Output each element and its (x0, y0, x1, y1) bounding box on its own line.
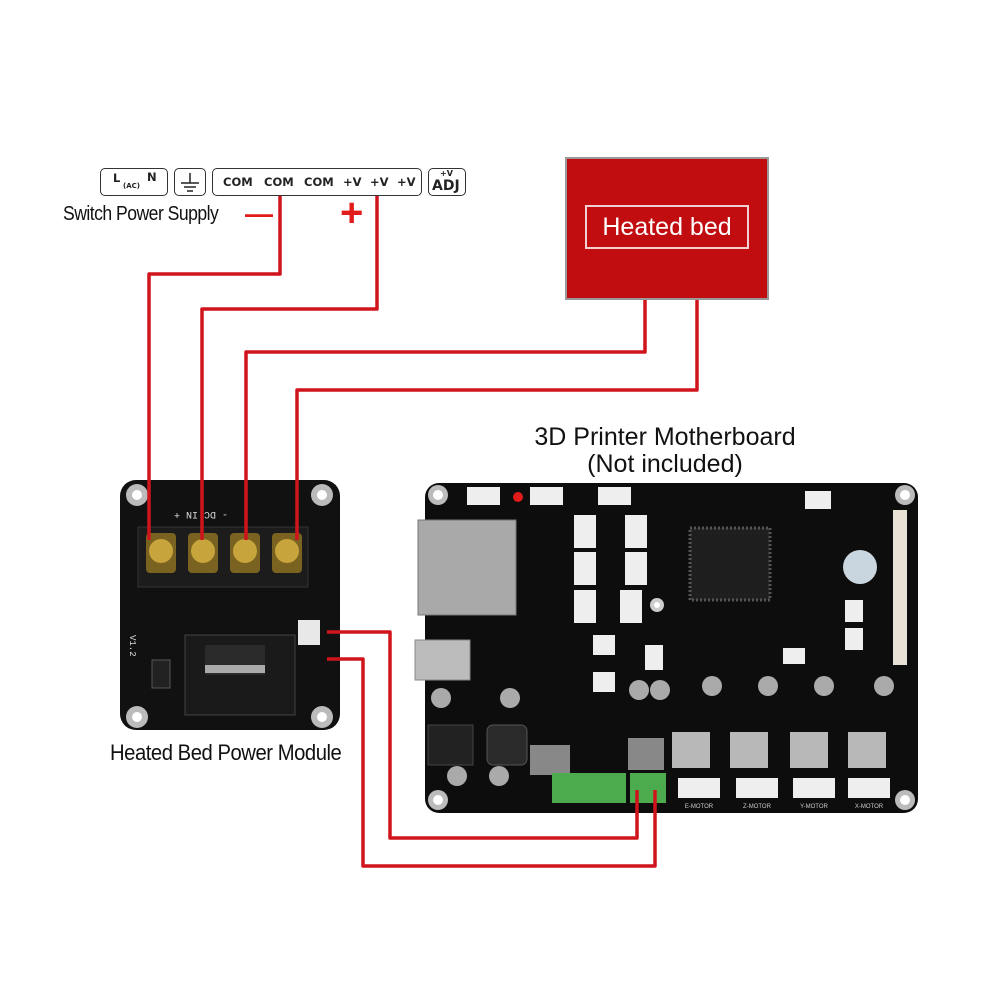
terminal-l-label: L (113, 171, 121, 185)
wire-bed-2 (295, 300, 699, 540)
wire-psu-positive (200, 196, 379, 540)
screw-terminals (146, 533, 302, 573)
wire-bed-1 (244, 300, 647, 540)
wire-psu-negative (147, 196, 282, 540)
power-module-board (120, 480, 340, 730)
motherboard-title-line2: (Not included) (587, 450, 743, 478)
heated-bed: Heated bed (565, 157, 769, 300)
y-motor-label: Y-MOTOR (800, 804, 828, 810)
terminal-v-2: +V (370, 175, 389, 189)
terminal-n-label: N (147, 170, 157, 184)
ground-terminal (174, 168, 206, 196)
z-motor-label: Z-MOTOR (743, 804, 772, 810)
positive-sign: + (340, 191, 364, 235)
wires (147, 196, 699, 868)
wire-signal-2 (327, 657, 657, 868)
x-motor-label: X-MOTOR (855, 804, 884, 810)
adj-v-label: +V (440, 169, 453, 178)
dc-output-terminal: COM COM COM +V +V +V (212, 168, 422, 196)
terminal-ac-label: (AC) (123, 182, 140, 190)
ground-icon (181, 173, 199, 192)
negative-sign: — (245, 198, 273, 229)
terminal-com-3: COM (304, 175, 334, 189)
terminal-v-3: +V (397, 175, 416, 189)
power-supply-label: Switch Power Supply (63, 203, 219, 225)
ac-input-terminal: L (AC) N (100, 168, 168, 196)
adj-label: ADJ (432, 178, 460, 194)
wire-signal-1 (327, 630, 639, 840)
motherboard (414, 483, 918, 813)
motherboard-title: 3D Printer Motherboard (Not included) (490, 424, 840, 478)
e-motor-label: E-MOTOR (685, 804, 714, 810)
version-silk: V1.2 (127, 635, 137, 657)
motherboard-title-line1: 3D Printer Motherboard (534, 423, 796, 451)
power-module-label: Heated Bed Power Module (110, 740, 342, 765)
heated-bed-label: Heated bed (585, 205, 749, 249)
adj-terminal: +V ADJ (428, 168, 466, 196)
terminal-com-2: COM (264, 175, 294, 189)
terminal-com-1: COM (223, 175, 253, 189)
terminal-v-1: +V (343, 175, 362, 189)
